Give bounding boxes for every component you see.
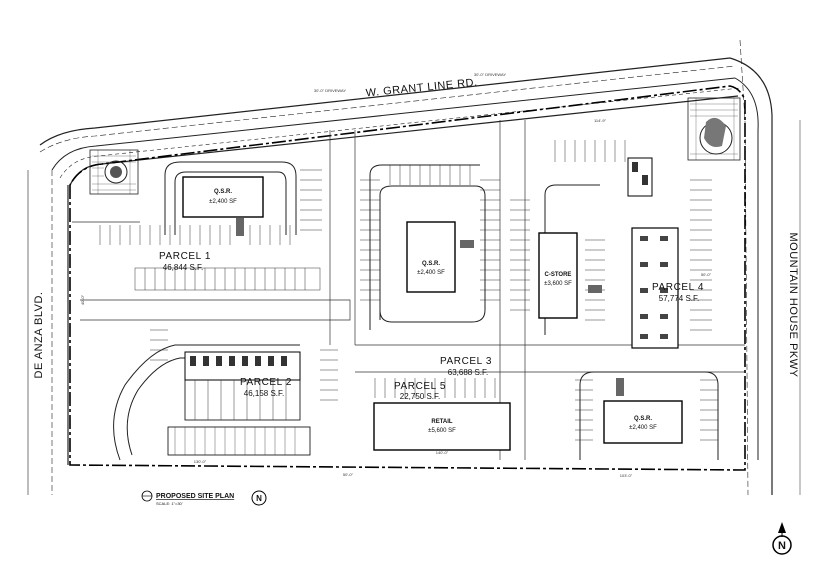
kiosk	[627, 157, 653, 197]
svg-text:140'-0": 140'-0"	[436, 450, 449, 455]
building-type: RETAIL	[431, 419, 453, 425]
svg-text:57,774 S.F.: 57,774 S.F.	[659, 294, 699, 303]
svg-text:63,688 S.F.: 63,688 S.F.	[448, 368, 488, 377]
svg-text:22,750 S.F.: 22,750 S.F.	[400, 392, 440, 401]
building-area: ±2,400 SF	[629, 425, 657, 431]
drive-thru-lanes	[113, 161, 719, 461]
parcel-label-1: PARCEL 1 46,844 S.F.	[159, 251, 211, 272]
mountain-house-parkway	[729, 39, 801, 496]
street-label-mountain-house: MOUNTAIN HOUSE PKWY	[787, 233, 799, 378]
svg-text:114'-9": 114'-9"	[594, 118, 607, 123]
dimension-callouts: 30'-0" DRIVEWAY 30'-0" DRIVEWAY 114'-9" …	[80, 72, 712, 478]
building-type: Q.S.R.	[422, 261, 440, 267]
svg-text:130'-0": 130'-0"	[194, 459, 207, 464]
building-type: Q.S.R.	[214, 189, 232, 195]
parcel-label-4: PARCEL 4 57,774 S.F.	[652, 282, 704, 303]
svg-text:46,844 S.F.: 46,844 S.F.	[163, 263, 203, 272]
title-block-title: PROPOSED SITE PLAN	[156, 493, 234, 500]
parcel-label-3: PARCEL 3 63,688 S.F.	[440, 356, 492, 377]
building-qsr-3: Q.S.R. ±2,400 SF	[603, 378, 683, 444]
north-arrow-icon: N	[772, 522, 792, 555]
svg-text:PARCEL 5: PARCEL 5	[394, 381, 446, 392]
svg-text:PARCEL 1: PARCEL 1	[159, 251, 211, 262]
title-block: PROPOSED SITE PLAN SCALE: 1"=30' N	[141, 490, 267, 506]
svg-text:PARCEL 4: PARCEL 4	[652, 282, 704, 293]
svg-text:103'-0": 103'-0"	[620, 473, 633, 478]
building-area: ±2,400 SF	[417, 270, 445, 276]
title-block-scale: SCALE: 1"=30'	[156, 501, 183, 506]
svg-text:50'-0": 50'-0"	[343, 472, 354, 477]
building-c-store: C-STORE ±3,600 SF	[538, 232, 602, 319]
parcel-label-2: PARCEL 2 46,158 S.F.	[240, 377, 292, 398]
corner-plaza-east	[687, 97, 741, 161]
svg-text:46,158 S.F.: 46,158 S.F.	[244, 389, 284, 398]
building-area: ±2,400 SF	[209, 199, 237, 205]
parcel-2-stall-block	[167, 351, 311, 456]
svg-text:30'-0" DRIVEWAY: 30'-0" DRIVEWAY	[314, 88, 347, 93]
svg-text:40'-0": 40'-0"	[80, 294, 85, 305]
svg-text:30'-0" DRIVEWAY: 30'-0" DRIVEWAY	[474, 72, 507, 77]
building-area: ±3,600 SF	[544, 281, 572, 287]
building-qsr-2: Q.S.R. ±2,400 SF	[406, 221, 474, 293]
parcel-label-5: PARCEL 5 22,750 S.F.	[394, 381, 446, 401]
de-anza-boulevard	[27, 170, 69, 495]
street-label-de-anza: DE ANZA BLVD.	[33, 292, 45, 379]
building-retail: RETAIL ±5,600 SF	[373, 402, 511, 451]
building-type: C-STORE	[545, 272, 572, 278]
building-area: ±5,600 SF	[428, 428, 456, 434]
fuel-canopy	[631, 227, 679, 349]
corner-plaza-west	[89, 149, 139, 195]
property-boundary	[69, 85, 746, 471]
title-block-north: N	[256, 494, 262, 503]
svg-text:50'-0": 50'-0"	[701, 272, 712, 277]
building-qsr-1: Q.S.R. ±2,400 SF	[182, 176, 264, 236]
building-type: Q.S.R.	[634, 416, 652, 422]
svg-text:PARCEL 2: PARCEL 2	[240, 377, 292, 388]
svg-text:PARCEL 3: PARCEL 3	[440, 356, 492, 367]
svg-text:N: N	[778, 540, 786, 552]
